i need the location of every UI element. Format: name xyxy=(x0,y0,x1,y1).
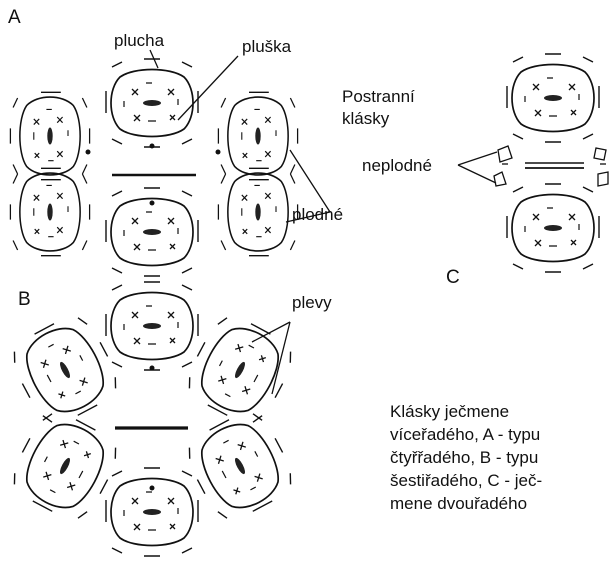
spikelet-a-lower-right xyxy=(218,168,297,255)
spikelet-a-lower-left xyxy=(10,168,89,255)
sterile-floret-right xyxy=(594,148,608,186)
caption: Klásky ječmene víceřadého, A - typu čtyř… xyxy=(390,400,542,515)
plevy-label: plevy xyxy=(292,294,332,311)
panel-a-label: A xyxy=(8,8,21,27)
panel-b-figure xyxy=(5,282,301,556)
spikelet-a-top xyxy=(106,59,198,147)
spikelet-c-bottom xyxy=(507,184,599,272)
spikelet-b-top xyxy=(106,282,198,370)
spikelet-b-lower-left xyxy=(5,405,126,528)
panel-b-label: B xyxy=(18,290,31,309)
postranni-label-line2: klásky xyxy=(342,110,389,127)
panel-a-figure xyxy=(10,50,330,276)
caption-line-1: Klásky ječmene xyxy=(390,400,542,423)
pluska-label: pluška xyxy=(242,38,291,55)
caption-line-4: šestiřadého, C - ječ- xyxy=(390,469,542,492)
plodne-label: plodné xyxy=(292,206,343,223)
postranni-label-line1: Postranní xyxy=(342,88,415,105)
panel-c-figure xyxy=(458,54,608,272)
spikelet-a-upper-left xyxy=(10,92,89,179)
pluska-pointer xyxy=(178,56,238,120)
caption-line-3: čtyřřadého, B - typu xyxy=(390,446,542,469)
neplodne-label: neplodné xyxy=(362,157,432,174)
panel-c-label: C xyxy=(446,268,460,287)
spikelet-a-upper-right xyxy=(218,92,297,179)
spikelet-c-top xyxy=(507,54,599,142)
neplodne-pointers xyxy=(458,152,497,183)
caption-line-2: víceřadého, A - typu xyxy=(390,423,542,446)
plucha-label: plucha xyxy=(114,32,164,49)
caption-line-5: mene dvouřadého xyxy=(390,492,542,515)
spikelet-b-bottom xyxy=(106,468,198,556)
spikelet-b-upper-left xyxy=(5,309,126,432)
